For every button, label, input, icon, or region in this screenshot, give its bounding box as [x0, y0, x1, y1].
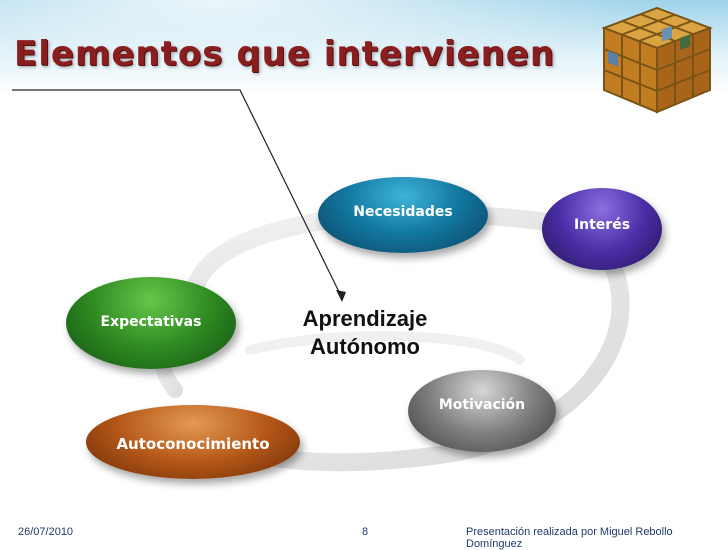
center-label: Aprendizaje Autónomo — [270, 305, 460, 361]
node-autoconocimiento-label: Autoconocimiento — [116, 434, 270, 453]
footer-author: Presentación realizada por Miguel Reboll… — [466, 526, 673, 550]
node-expectativas: Expectativas — [66, 277, 236, 369]
node-motivacion: Motivación — [408, 370, 556, 452]
slide-title: Elementos que intervienen — [14, 34, 556, 74]
cube-logo — [601, 6, 713, 114]
center-label-line1: Aprendizaje — [302, 306, 428, 331]
node-autoconocimiento: Autoconocimiento — [86, 405, 300, 479]
node-expectativas-label: Expectativas — [100, 314, 202, 330]
node-interes: Interés — [542, 188, 662, 270]
node-motivacion-label: Motivación — [438, 397, 526, 413]
footer-date: 26/07/2010 — [18, 526, 74, 538]
node-interes-label: Interés — [573, 217, 631, 233]
footer-page-number: 8 — [362, 526, 369, 538]
center-label-line2: Autónomo — [310, 334, 420, 359]
title-pointer-arrowhead — [336, 290, 346, 302]
ring-arc-inner — [245, 331, 525, 365]
node-necesidades-label: Necesidades — [353, 204, 453, 220]
title-pointer-line — [12, 89, 343, 299]
node-necesidades: Necesidades — [318, 177, 488, 253]
